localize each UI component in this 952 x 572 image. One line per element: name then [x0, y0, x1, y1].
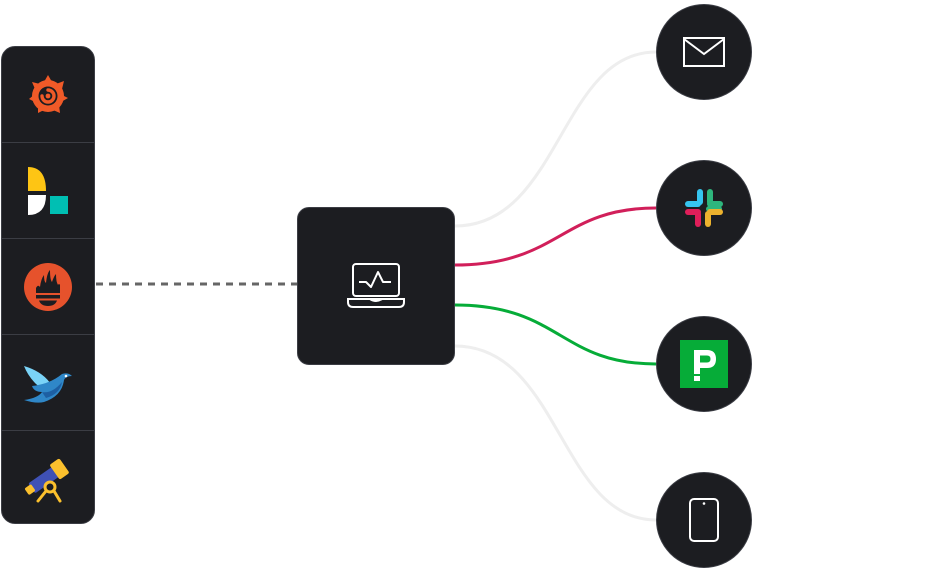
hub-to-slack-connector — [454, 206, 657, 267]
target-slack[interactable] — [656, 160, 752, 256]
email-envelope-icon — [683, 37, 725, 67]
slack-logo-icon — [685, 189, 723, 227]
target-pagerduty[interactable] — [656, 316, 752, 412]
source-elasticsearch[interactable] — [2, 143, 94, 239]
hub-to-email-connector — [454, 50, 657, 228]
elasticsearch-logo-icon — [28, 166, 68, 215]
bird-logo-icon — [24, 365, 72, 403]
grafana-logo-icon — [29, 74, 68, 113]
source-prometheus[interactable] — [2, 239, 94, 335]
source-bird-monitor[interactable] — [2, 335, 94, 431]
source-telescope[interactable] — [2, 431, 94, 523]
target-mobile[interactable] — [656, 472, 752, 568]
prometheus-logo-icon — [24, 262, 72, 311]
target-email[interactable] — [656, 4, 752, 100]
mobile-phone-icon — [689, 498, 719, 542]
telescope-logo-icon — [24, 458, 69, 503]
alerting-hub-node[interactable] — [297, 207, 455, 365]
hub-to-mobile-connector — [454, 344, 657, 522]
hub-to-pagerduty-connector — [454, 303, 657, 366]
data-source-stack — [1, 46, 95, 524]
source-grafana[interactable] — [2, 47, 94, 143]
laptop-pulse-icon — [347, 263, 405, 308]
pagerduty-logo-icon — [680, 340, 728, 388]
